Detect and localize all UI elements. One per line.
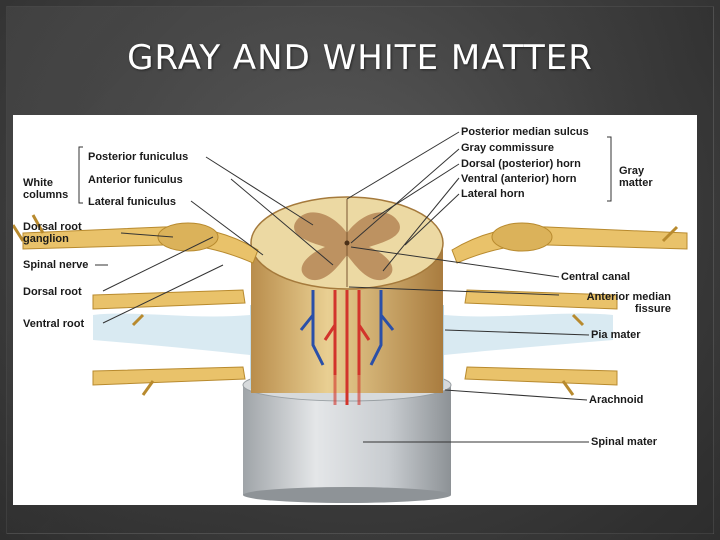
label-anterior-funiculus: Anterior funiculus [88, 174, 183, 186]
label-central-canal: Central canal [561, 271, 631, 283]
blood-vessels [299, 290, 395, 405]
label-pia-mater: Pia mater [591, 329, 641, 341]
spinal-cord [250, 196, 444, 393]
label-dorsal-root-ganglion: Dorsal root ganglion [23, 221, 82, 245]
slide-title: GRAY AND WHITE MATTER [127, 38, 593, 78]
label-arachnoid: Arachnoid [589, 394, 644, 406]
spinal-cord-illustration [13, 131, 688, 503]
label-gray-commissure: Gray commissure [461, 142, 554, 154]
label-posterior-median-sulcus: Posterior median sulcus [461, 126, 589, 138]
label-ventral-horn: Ventral (anterior) horn [461, 173, 577, 185]
label-gray-matter: Gray matter [619, 165, 653, 189]
label-ventral-root: Ventral root [23, 318, 85, 330]
label-white-columns: White columns [23, 177, 69, 201]
label-anterior-median-fissure: Anterior median fissure [586, 291, 671, 315]
label-posterior-funiculus: Posterior funiculus [88, 151, 189, 163]
label-lateral-horn: Lateral horn [461, 188, 525, 200]
leader-lines [78, 131, 612, 443]
label-dorsal-horn: Dorsal (posterior) horn [461, 158, 581, 170]
label-spinal-mater: Spinal mater [591, 436, 658, 448]
label-lateral-funiculus: Lateral funiculus [88, 196, 177, 208]
label-dorsal-root: Dorsal root [23, 286, 82, 298]
label-spinal-nerve: Spinal nerve [23, 259, 89, 271]
nerve-roots [13, 214, 688, 396]
diagram-panel: White columns Posterior funiculus Anteri… [13, 115, 697, 505]
